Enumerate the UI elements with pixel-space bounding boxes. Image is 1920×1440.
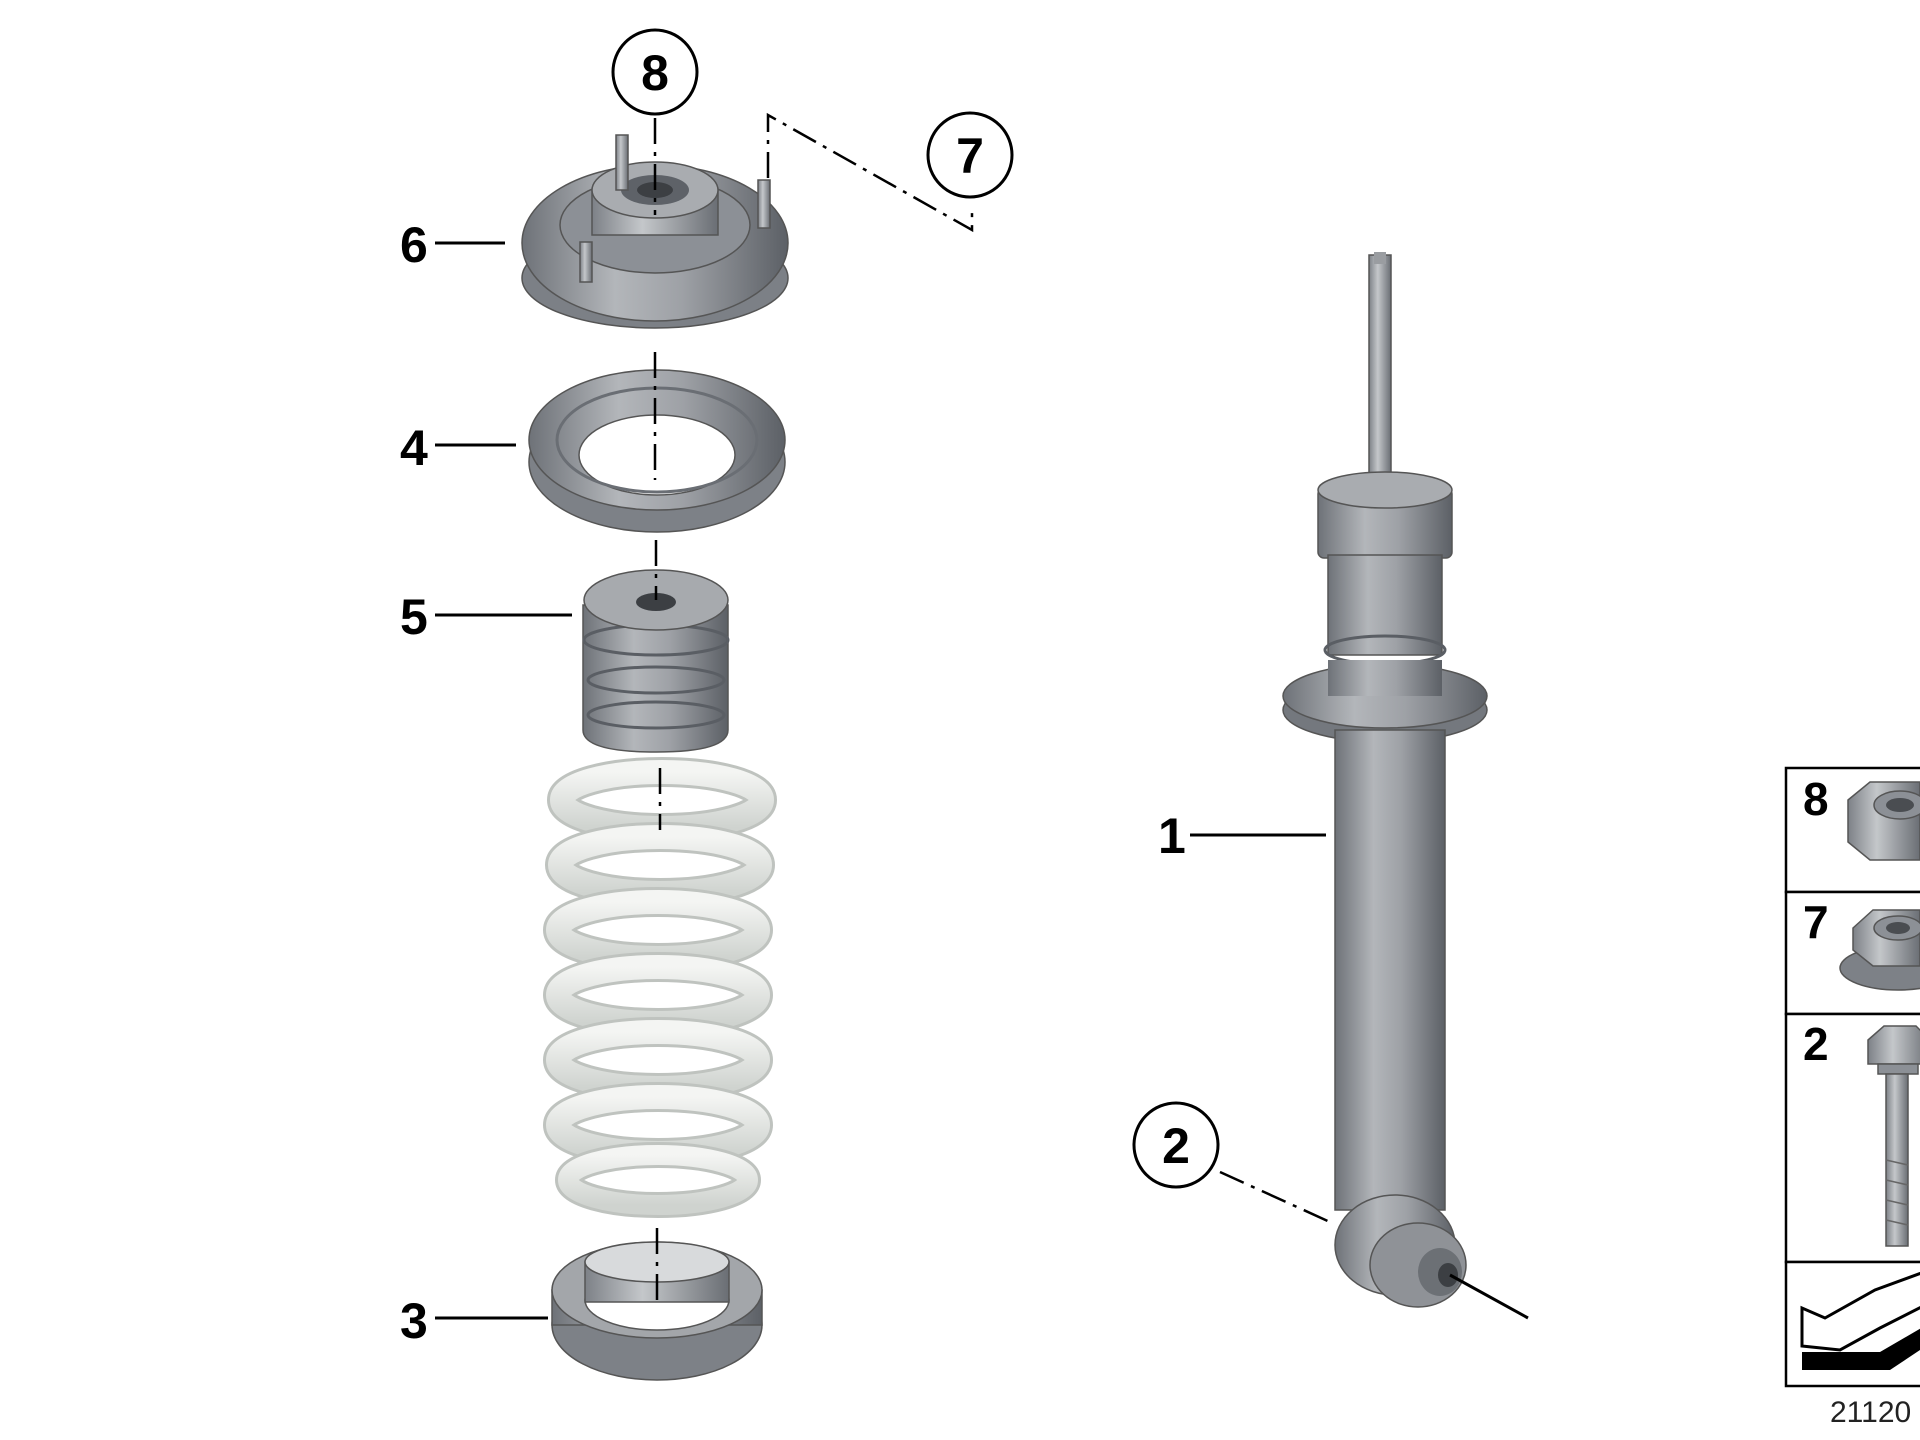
hex-bolt-icon <box>1867 1025 1920 1247</box>
hardware-legend: 8 7 2 <box>1784 766 1920 1388</box>
leader-2 <box>1219 1170 1331 1224</box>
callout-8: 8 <box>611 28 699 116</box>
legend-label-7: 7 <box>1803 896 1829 948</box>
label-part-7: 7 <box>956 128 984 184</box>
legend-label-8: 8 <box>1803 773 1829 825</box>
label-part-6: 6 <box>400 217 428 273</box>
direction-arrow-icon <box>1800 1271 1920 1370</box>
coil-spring <box>543 757 777 1218</box>
top-mount <box>521 134 789 329</box>
label-part-5: 5 <box>400 589 428 645</box>
hex-nut-icon <box>1847 781 1920 861</box>
leader-eye-axis <box>1449 1273 1529 1320</box>
support-ring <box>528 369 786 533</box>
callout-7: 7 <box>926 111 1014 199</box>
label-part-4: 4 <box>400 420 428 476</box>
label-part-2: 2 <box>1162 1118 1190 1174</box>
flange-nut-icon <box>1839 909 1920 991</box>
bump-stop <box>582 569 730 753</box>
drawing-number: 21120 <box>1830 1396 1911 1429</box>
shock-absorber <box>1282 252 1488 1308</box>
legend-label-2: 2 <box>1803 1018 1829 1070</box>
label-part-8: 8 <box>641 45 669 101</box>
callout-2: 2 <box>1132 1101 1220 1189</box>
label-part-3: 3 <box>400 1293 428 1349</box>
label-part-1: 1 <box>1158 808 1186 864</box>
